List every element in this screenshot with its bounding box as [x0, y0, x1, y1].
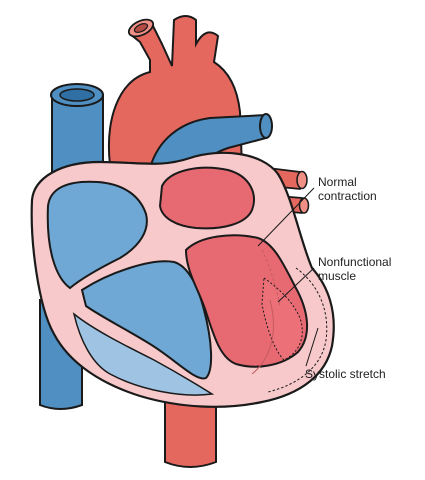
- right-ventricle-outer-wall: [72, 312, 215, 396]
- systolic-stretch-bulge: [251, 249, 328, 393]
- leader-lines: [257, 187, 319, 367]
- leader-nonfunctional-muscle: [277, 267, 315, 303]
- right-ventricle: [80, 260, 213, 380]
- right-atrium: [46, 180, 148, 290]
- label-normal-contraction-line1: Normal: [318, 175, 357, 189]
- label-nonfunctional-muscle-line2: muscle: [318, 269, 356, 283]
- leader-systolic-stretch: [305, 327, 319, 367]
- label-nonfunctional-muscle-line1: Nonfunctional: [318, 255, 391, 269]
- left-atrium: [158, 166, 255, 230]
- descending-aorta: [164, 389, 217, 468]
- label-systolic-stretch: Systolic stretch: [305, 367, 386, 381]
- label-normal-contraction-line2: contraction: [318, 189, 377, 203]
- leader-normal-contraction: [257, 187, 315, 247]
